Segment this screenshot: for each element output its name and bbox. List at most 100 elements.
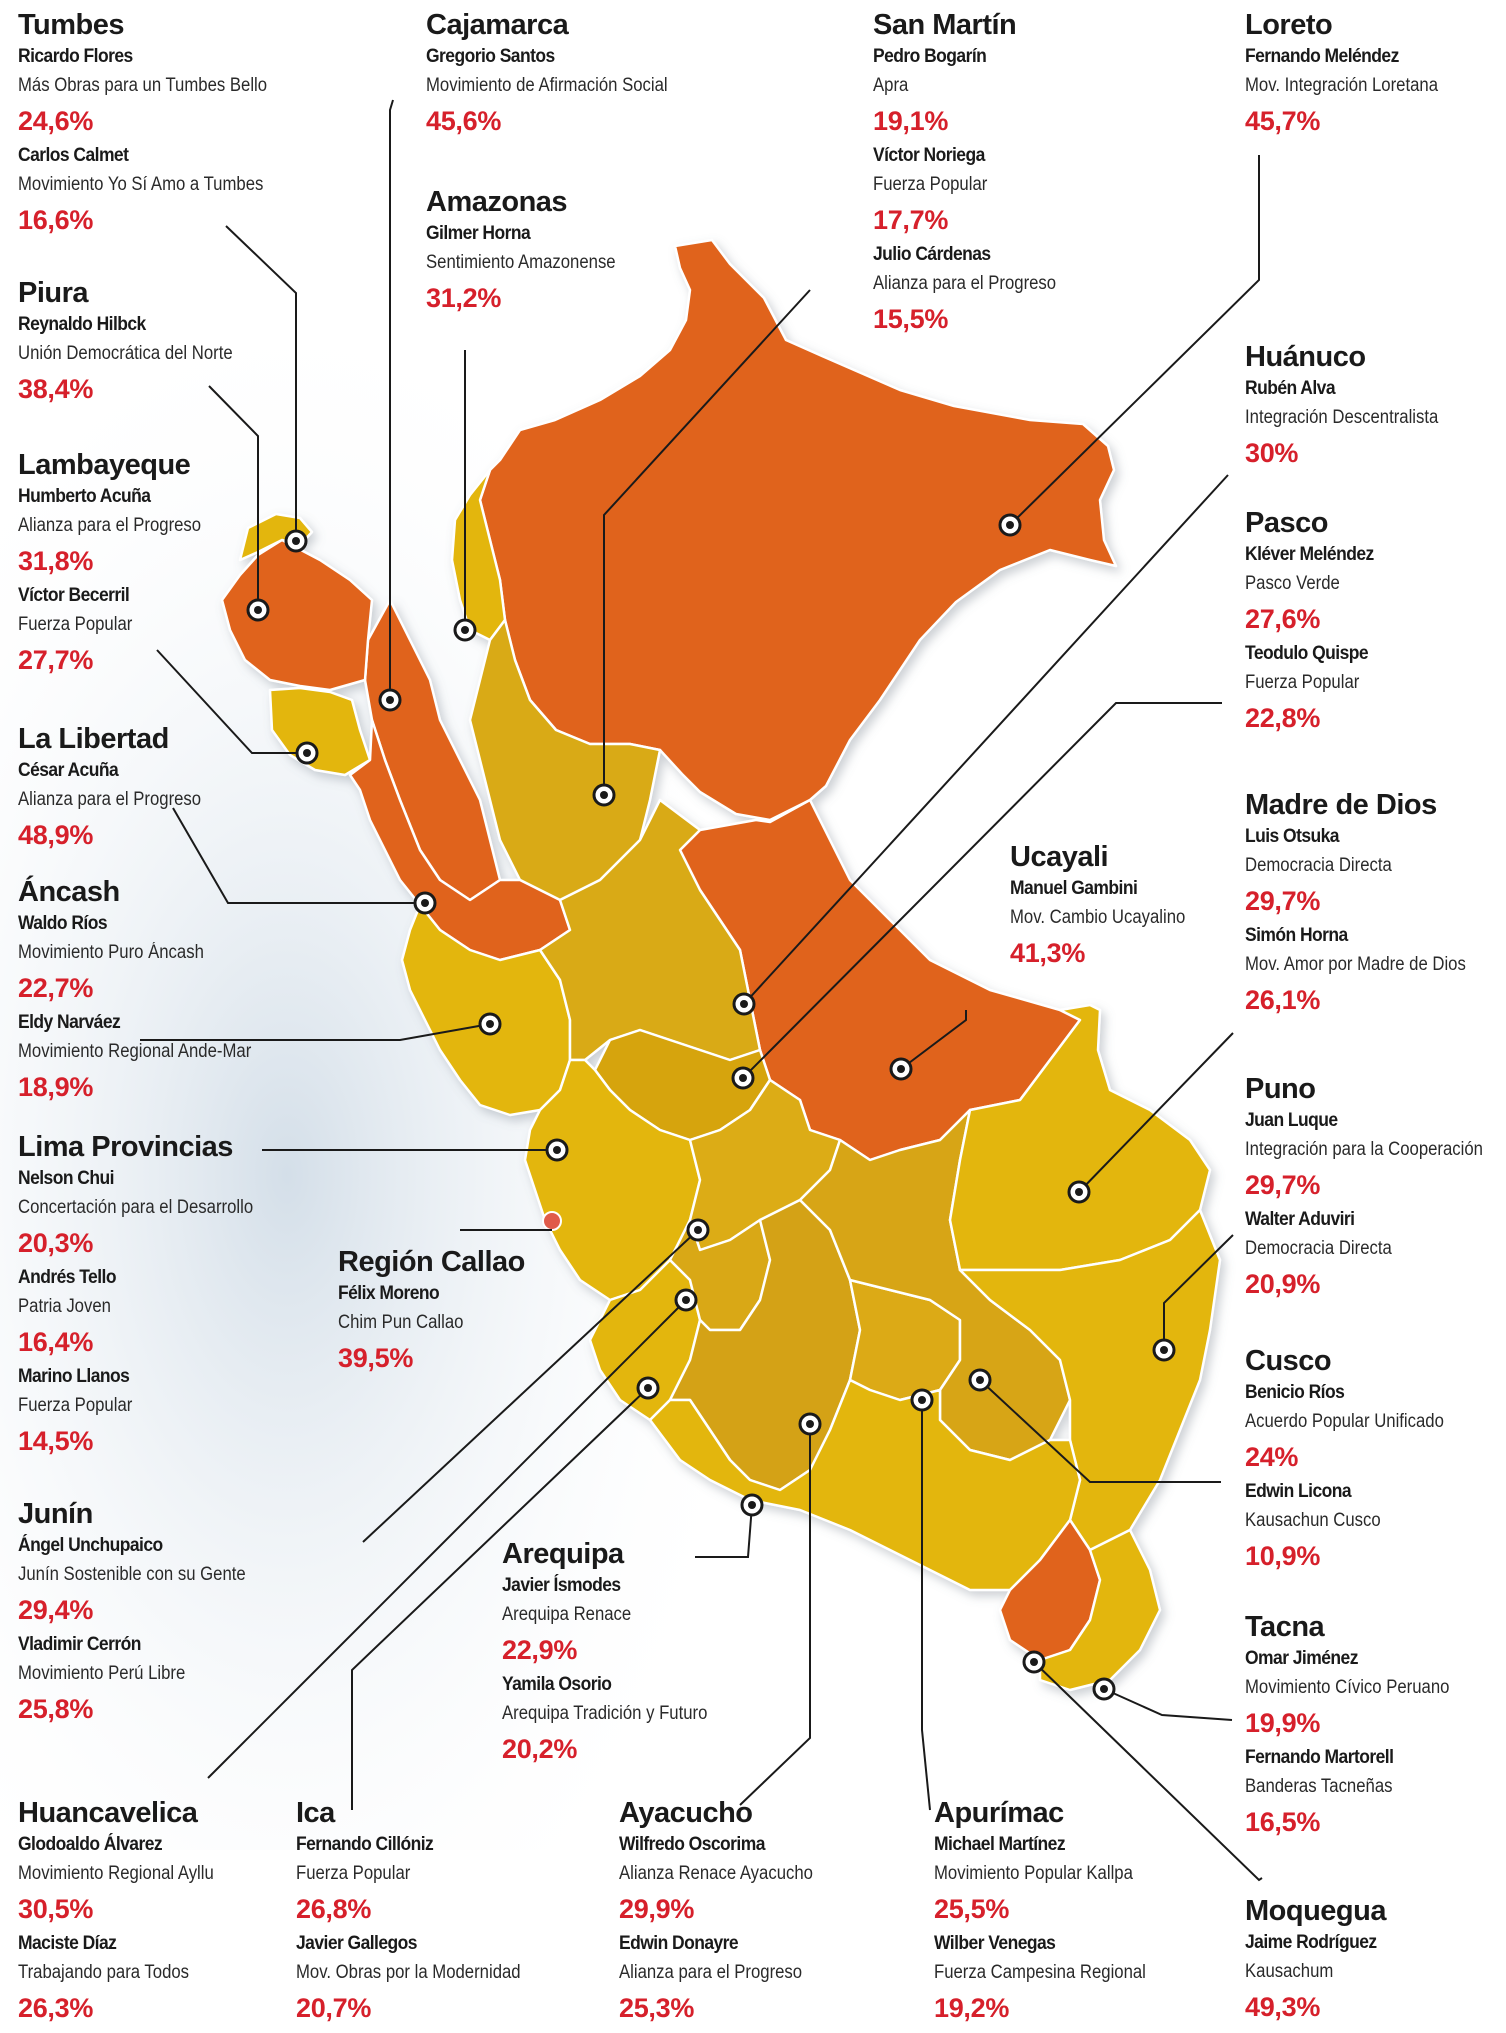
party-name: Mov. Integración Loretana bbox=[1245, 75, 1439, 96]
party-name: Movimiento Puro Áncash bbox=[18, 942, 204, 963]
candidate-name: Benicio Ríos bbox=[1245, 1382, 1345, 1403]
party-name: Patria Joven bbox=[18, 1296, 111, 1317]
vote-percent: 15,5% bbox=[873, 304, 949, 334]
region-title: Huánuco bbox=[1245, 341, 1366, 373]
leader-line-la-libertad bbox=[172, 807, 425, 904]
vote-percent: 24,6% bbox=[18, 106, 94, 136]
vote-percent: 26,8% bbox=[296, 1894, 372, 1924]
candidate-name: Félix Moreno bbox=[338, 1283, 440, 1304]
vote-percent: 17,7% bbox=[873, 205, 949, 235]
vote-percent: 29,9% bbox=[619, 1894, 695, 1924]
vote-percent: 45,6% bbox=[426, 106, 502, 136]
vote-percent: 16,5% bbox=[1245, 1807, 1321, 1837]
vote-percent: 14,5% bbox=[18, 1426, 94, 1456]
region-puno bbox=[958, 1208, 1222, 1552]
region-title: Lambayeque bbox=[18, 449, 191, 481]
vote-percent: 24% bbox=[1245, 1442, 1299, 1472]
region-title: Arequipa bbox=[502, 1538, 624, 1570]
party-name: Movimiento Regional Ayllu bbox=[18, 1863, 214, 1884]
leader-line-ica bbox=[351, 1387, 649, 1810]
candidate-name: Gregorio Santos bbox=[426, 46, 555, 67]
region-title: Moquegua bbox=[1245, 1895, 1387, 1927]
party-name: Chim Pun Callao bbox=[338, 1312, 464, 1333]
region-title: Tacna bbox=[1245, 1611, 1325, 1643]
party-name: Movimiento Perú Libre bbox=[18, 1663, 186, 1684]
candidate-name: Nelson Chui bbox=[18, 1168, 114, 1189]
leader-line-loreto bbox=[1009, 155, 1260, 526]
vote-percent: 31,8% bbox=[18, 546, 94, 576]
party-name: Alianza para el Progreso bbox=[873, 273, 1057, 294]
candidate-name: Edwin Licona bbox=[1245, 1481, 1352, 1502]
party-name: Alianza Renace Ayacucho bbox=[619, 1863, 813, 1884]
party-name: Mov. Amor por Madre de Dios bbox=[1245, 954, 1466, 975]
leader-line-ucayali bbox=[900, 1010, 967, 1070]
candidate-name: Reynaldo Hilbck bbox=[18, 314, 146, 335]
vote-percent: 25,5% bbox=[934, 1894, 1010, 1924]
vote-percent: 25,8% bbox=[18, 1694, 94, 1724]
candidate-name: Yamila Osorio bbox=[502, 1674, 612, 1695]
candidate-name: Glodoaldo Álvarez bbox=[18, 1834, 163, 1855]
candidate-name: Julio Cárdenas bbox=[873, 244, 991, 265]
region-title: Piura bbox=[18, 277, 89, 309]
region-title: Loreto bbox=[1245, 9, 1333, 41]
region-arequipa bbox=[648, 1378, 1082, 1592]
candidate-name: Eldy Narváez bbox=[18, 1012, 121, 1033]
vote-percent: 19,1% bbox=[873, 106, 949, 136]
region-title: Amazonas bbox=[426, 186, 568, 218]
candidate-name: Walter Aduviri bbox=[1245, 1209, 1355, 1230]
candidate-name: Luis Otsuka bbox=[1245, 826, 1340, 847]
vote-percent: 22,8% bbox=[1245, 703, 1321, 733]
party-name: Alianza para el Progreso bbox=[18, 789, 202, 810]
candidate-name: Kléver Meléndez bbox=[1245, 544, 1374, 565]
party-name: Apra bbox=[873, 75, 909, 96]
region-title: Madre de Dios bbox=[1245, 789, 1437, 821]
vote-percent: 26,3% bbox=[18, 1993, 94, 2023]
leader-line-pasco bbox=[742, 702, 1222, 1079]
leader-line-ancash bbox=[140, 1023, 491, 1041]
region-title: Junín bbox=[18, 1498, 93, 1530]
region-title: Ayacucho bbox=[619, 1797, 753, 1829]
vote-percent: 48,9% bbox=[18, 820, 94, 850]
party-name: Acuerdo Popular Unificado bbox=[1245, 1411, 1444, 1432]
region-title: Cajamarca bbox=[426, 9, 569, 41]
vote-percent: 22,7% bbox=[18, 973, 94, 1003]
leader-line-ayacucho bbox=[739, 1424, 811, 1806]
region-title: Ucayali bbox=[1010, 841, 1109, 873]
party-name: Mov. Obras por la Modernidad bbox=[296, 1962, 521, 1983]
region-title: Huancavelica bbox=[18, 1797, 198, 1829]
candidate-name: Javier Gallegos bbox=[296, 1933, 418, 1954]
vote-percent: 16,6% bbox=[18, 205, 94, 235]
party-name: Más Obras para un Tumbes Bello bbox=[18, 75, 268, 96]
vote-percent: 20,3% bbox=[18, 1228, 94, 1258]
party-name: Arequipa Tradición y Futuro bbox=[502, 1703, 708, 1724]
region-title: Región Callao bbox=[338, 1246, 525, 1278]
vote-percent: 31,2% bbox=[426, 283, 502, 313]
candidate-name: Omar Jiménez bbox=[1245, 1648, 1358, 1669]
vote-percent: 30% bbox=[1245, 438, 1299, 468]
leader-line-cajamarca bbox=[389, 99, 394, 700]
region-title: Apurímac bbox=[934, 1797, 1064, 1829]
party-name: Fuerza Campesina Regional bbox=[934, 1962, 1146, 1983]
party-name: Movimiento Popular Kallpa bbox=[934, 1863, 1133, 1884]
party-name: Fuerza Popular bbox=[18, 1395, 133, 1416]
vote-percent: 22,9% bbox=[502, 1635, 578, 1665]
candidate-name: Jaime Rodríguez bbox=[1245, 1932, 1377, 1953]
party-name: Alianza para el Progreso bbox=[18, 515, 202, 536]
vote-percent: 18,9% bbox=[18, 1072, 94, 1102]
vote-percent: 29,7% bbox=[1245, 1170, 1321, 1200]
candidate-name: Manuel Gambini bbox=[1010, 878, 1138, 899]
